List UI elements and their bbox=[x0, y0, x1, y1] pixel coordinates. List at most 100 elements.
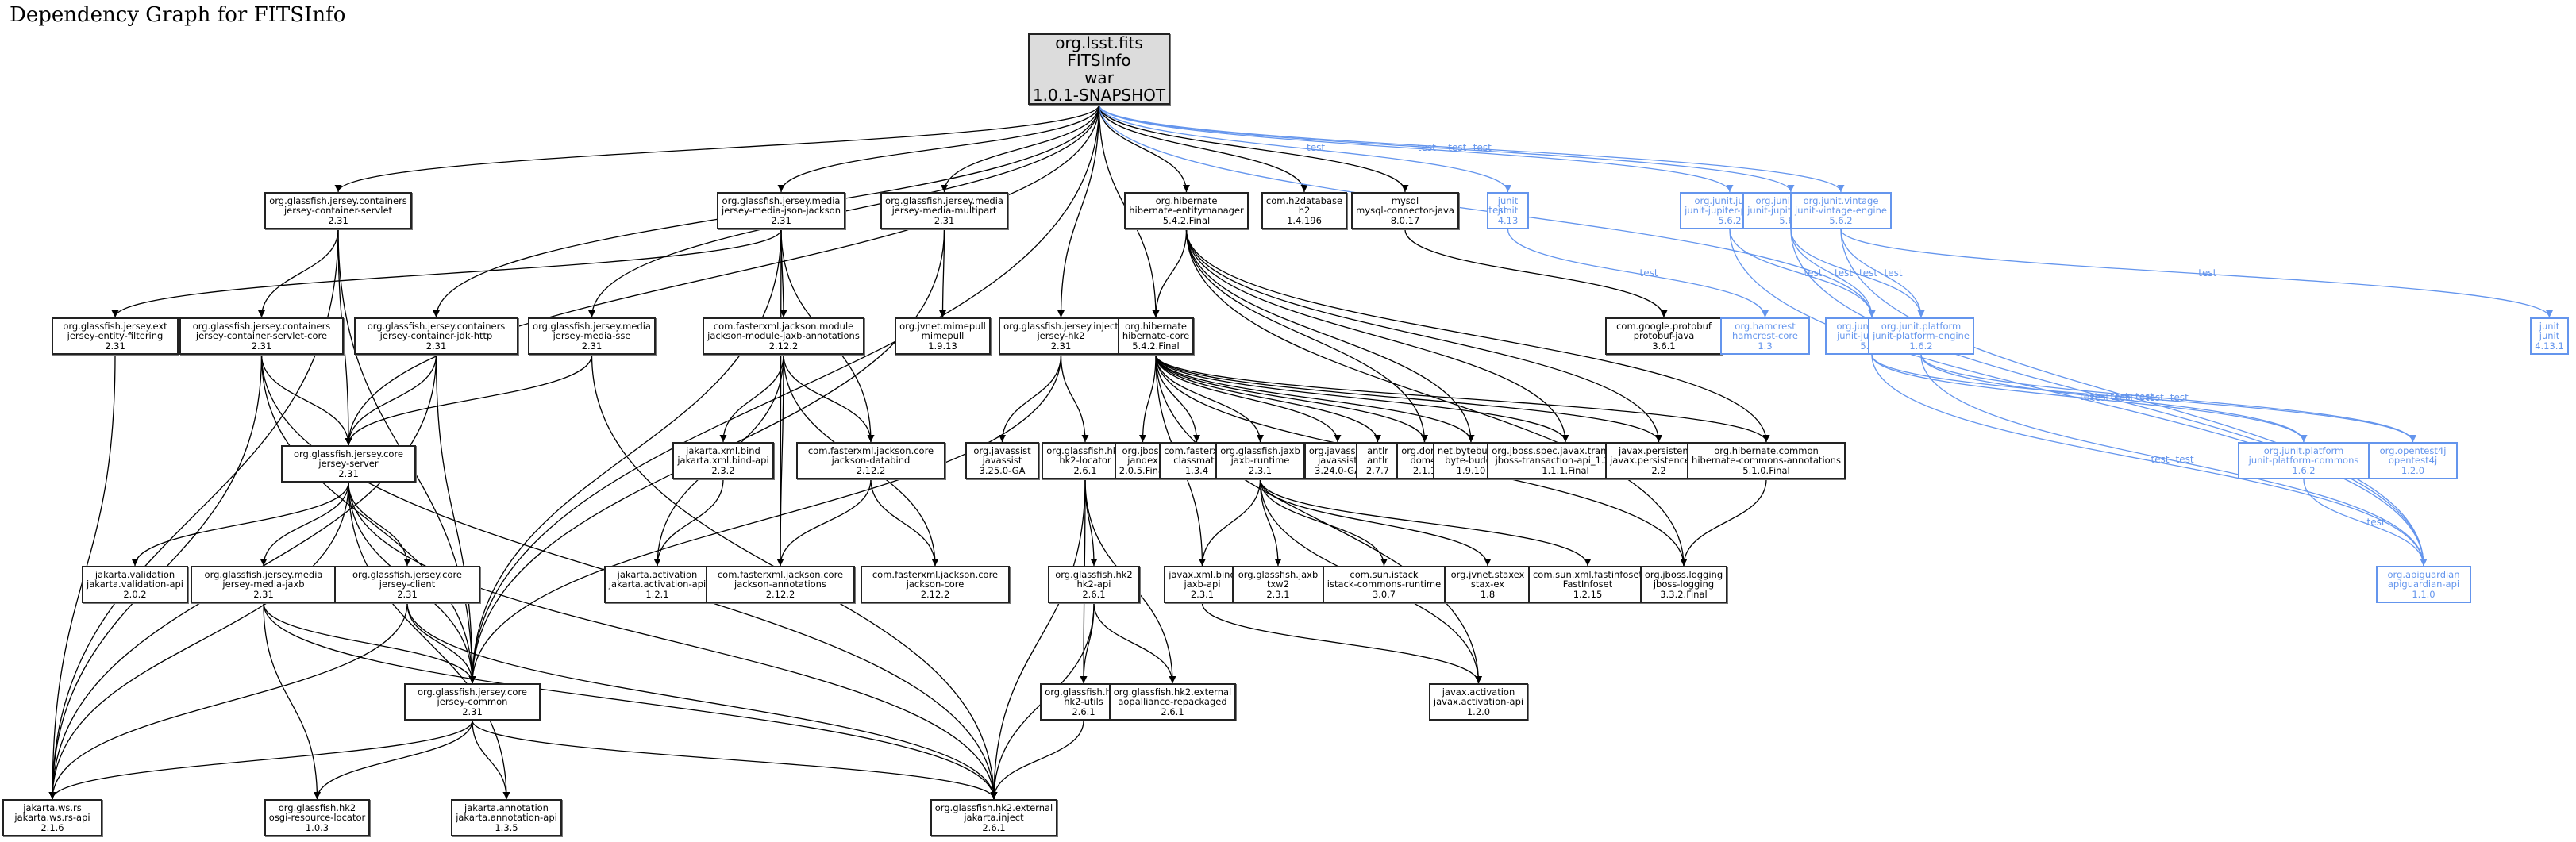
edge-jserver-to-wsrs bbox=[48, 482, 349, 800]
edge-label-test: test bbox=[1488, 205, 1507, 216]
edge-hem-to-bytebuddy bbox=[1185, 229, 1475, 443]
node-label-line: jersey-hk2 bbox=[1037, 330, 1085, 342]
node-label-line: mysql bbox=[1391, 194, 1419, 206]
edge-root-to-vengine bbox=[1098, 104, 1845, 193]
edge-hem-to-jpa bbox=[1185, 229, 1663, 443]
edge-hem-to-dom4j bbox=[1185, 229, 1429, 443]
node-label-line: 2.6.1 bbox=[1161, 706, 1184, 717]
edge-hk2loc-to-hk2api bbox=[1084, 479, 1098, 567]
node-label-line: 1.0.1-SNAPSHOT bbox=[1032, 86, 1166, 105]
node-label-line: org.jboss.spec.javax.transaction bbox=[1492, 444, 1639, 456]
node-label-line: jboss-transaction-api_1.2_spec bbox=[1495, 455, 1636, 467]
node-label-line: jakarta.validation bbox=[94, 568, 175, 580]
edge-jaxbrt-to-fastinfoset bbox=[1259, 479, 1592, 567]
node-label-line: org.glassfish.jersey.containers bbox=[192, 320, 331, 332]
node-label-line: 1.2.0 bbox=[1466, 706, 1491, 717]
node-label-line: jersey-client bbox=[379, 579, 436, 590]
edge-root-to-jengine bbox=[1098, 104, 1795, 193]
node-label-line: 1.1.0 bbox=[2412, 588, 2435, 600]
node-label-line: 1.0.3 bbox=[305, 821, 329, 833]
node-label-line: 1.3.5 bbox=[495, 821, 518, 833]
node-label-line: junit-vintage-engine bbox=[1795, 205, 1887, 217]
node-label-line: 2.31 bbox=[425, 340, 447, 352]
node-label-line: org.jboss bbox=[1122, 444, 1164, 456]
node-label-line: mysql-connector-java bbox=[1356, 205, 1454, 217]
node-label-line: org.glassfish.jersey.media bbox=[533, 320, 651, 332]
node-label-line: org.junit.platform bbox=[1881, 320, 1962, 332]
edge-root-to-jhk2 bbox=[1057, 104, 1100, 318]
edge-hem-to-hcore bbox=[1152, 229, 1188, 318]
node-label-line: com.fasterxml.jackson.core bbox=[717, 568, 844, 580]
node-label-line: org.glassfish.jersey.media bbox=[722, 194, 841, 206]
edge-pengine-to-opentest4j bbox=[1920, 354, 2416, 443]
edge-pcommons-to-apiguardian bbox=[2303, 479, 2428, 567]
edge-label-test: test bbox=[2145, 392, 2164, 403]
edge-label-test: test bbox=[1859, 267, 1878, 279]
node-label-line: h2 bbox=[1298, 205, 1311, 217]
edge-label-test: test bbox=[1307, 142, 1326, 153]
edge-jaxbrt-to-staxex bbox=[1259, 479, 1492, 567]
node-label-line: hibernate-core bbox=[1122, 330, 1190, 342]
edge-hem-to-jbosslog bbox=[1185, 229, 1688, 567]
edge-jmja-to-jannot bbox=[776, 354, 784, 567]
edge-jmja-to-databind bbox=[783, 354, 875, 443]
node-label-line: jandex bbox=[1127, 455, 1158, 467]
node-label-line: 5.6.2 bbox=[1718, 214, 1742, 226]
node-label-line: jakarta.activation bbox=[617, 568, 698, 580]
edge-jmjaxb-to-inject bbox=[263, 602, 998, 800]
